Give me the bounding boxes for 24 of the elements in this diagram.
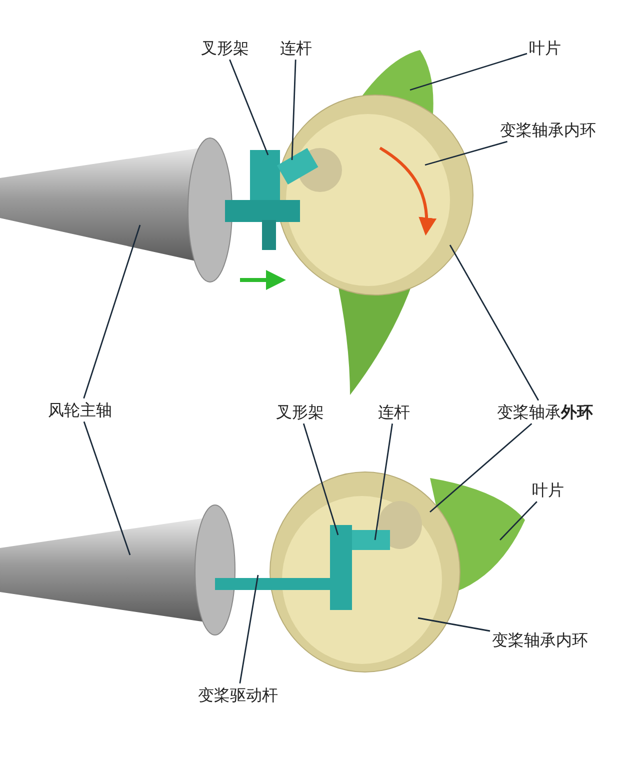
- leader-line: [410, 52, 528, 91]
- leader-line: [83, 224, 141, 399]
- part-label: 叶片: [532, 480, 564, 500]
- leader-line: [83, 421, 131, 556]
- leader-line: [291, 60, 296, 160]
- part-label: 叉形架: [276, 402, 324, 422]
- part-label: 连杆: [378, 402, 410, 422]
- leader-line: [500, 501, 538, 540]
- leader-line: [229, 59, 269, 156]
- part-label: 连杆: [280, 38, 312, 58]
- leader-line: [449, 244, 539, 401]
- part-label: 变桨轴承内环: [500, 120, 596, 140]
- leader-line: [374, 424, 393, 540]
- part-label: 变桨驱动杆: [198, 685, 278, 705]
- leader-line: [424, 140, 508, 166]
- leader-line: [430, 423, 532, 513]
- leader-line: [302, 423, 339, 536]
- part-label: 叉形架: [201, 38, 249, 58]
- part-label: 叶片: [529, 38, 561, 58]
- leader-line: [239, 574, 259, 684]
- part-label: 风轮主轴: [48, 400, 112, 420]
- part-label: 变桨轴承内环: [492, 630, 588, 650]
- part-label: 变桨轴承外环: [497, 402, 593, 422]
- leader-line: [418, 617, 490, 632]
